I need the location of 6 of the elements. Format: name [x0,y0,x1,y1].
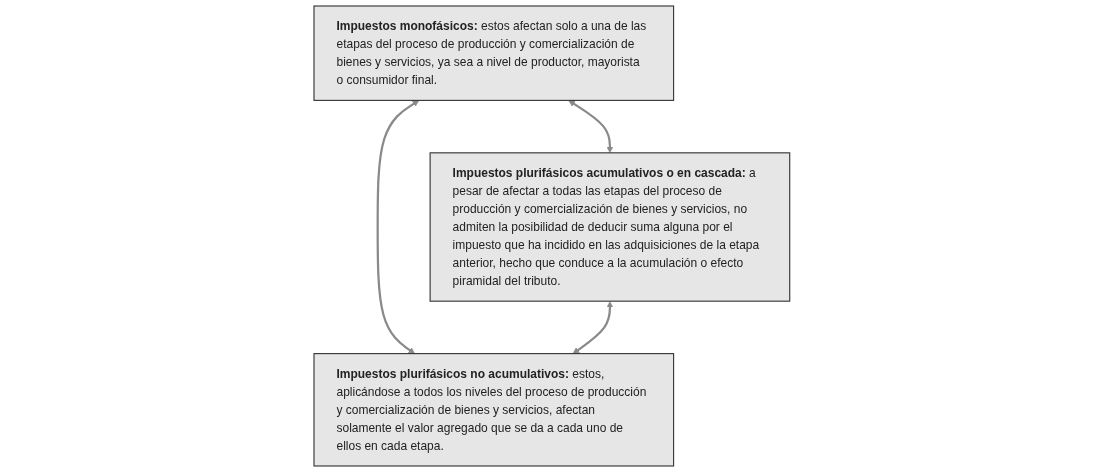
arrow [568,100,614,154]
arrow [376,100,420,354]
node-box: Impuestos monofásicos: estos afectan solo a una de las etapas del proceso de producción y comercialización de bienes y servicios, ya sea a nivel de productor, mayorista o consumidor final. [313,5,675,101]
arrow [572,301,614,354]
node-box: Impuestos plurifásicos no acumulativos: estos, aplicándose a todos los niveles del proceso de producción y comercialización de bienes y servicios, afectan solamente el valor agregado que se da a cada uno de ellos en cada etapa. [313,353,675,467]
node-box: Impuestos plurifásicos acumulativos o en cascada: a pesar de afectar a todas las etapas del proceso de producción y comercialización de bienes y servicios, no admiten la posibilidad de deducir suma alguna por el impuesto que ha incidido en las adquisiciones de la etapa anterior, hecho que conduce a la acumulación o efecto piramidal del tributo. [429,152,791,302]
